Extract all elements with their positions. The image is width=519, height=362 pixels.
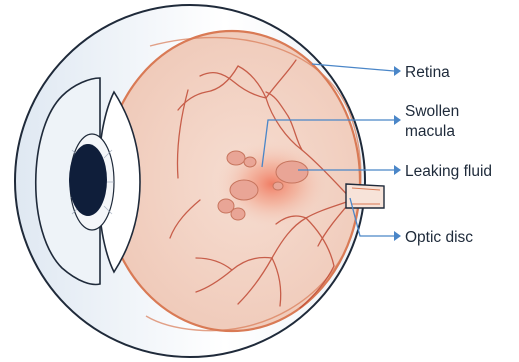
triangle-arrow-right-icon [394,231,401,241]
fluid-blob [273,182,283,190]
fluid-blob [227,151,245,165]
triangle-arrow-right-icon [394,115,401,125]
label-swollen-macula-line1: Swollen [405,103,459,120]
label-swollen-macula-line2: macula [405,123,455,140]
fluid-blob [276,161,308,183]
pointer-heads [394,66,401,241]
label-retina: Retina [405,64,450,81]
triangle-arrow-right-icon [394,66,401,76]
triangle-arrow-right-icon [394,165,401,175]
pupil [69,144,107,216]
fluid-blob [230,180,258,200]
fluid-blob [231,208,245,220]
label-optic-disc: Optic disc [405,229,473,246]
label-leaking-fluid: Leaking fluid [405,163,492,180]
fluid-blob [244,157,256,167]
